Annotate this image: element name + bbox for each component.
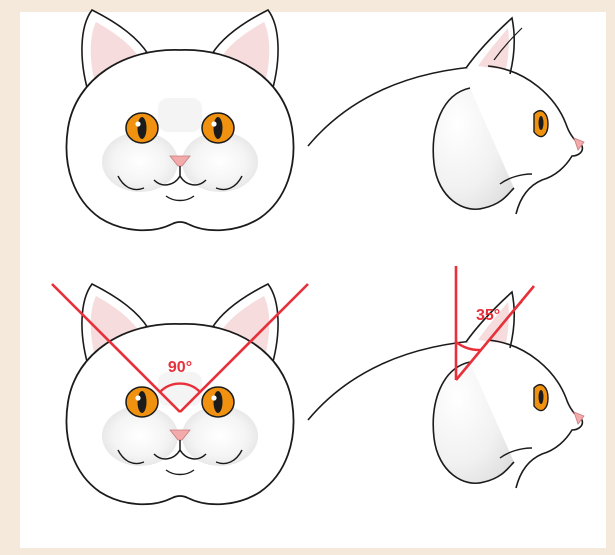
profile-view-cat-head	[308, 18, 584, 214]
profile-view-cat-head-with-guides	[308, 292, 584, 488]
diagonal-guide-line	[456, 286, 534, 380]
front-view-cat-head-with-guides	[66, 284, 293, 504]
front-angle-label: 90°	[168, 359, 192, 376]
profile-angle-label: 35°	[476, 307, 500, 324]
front-view-cat-head	[66, 10, 293, 230]
